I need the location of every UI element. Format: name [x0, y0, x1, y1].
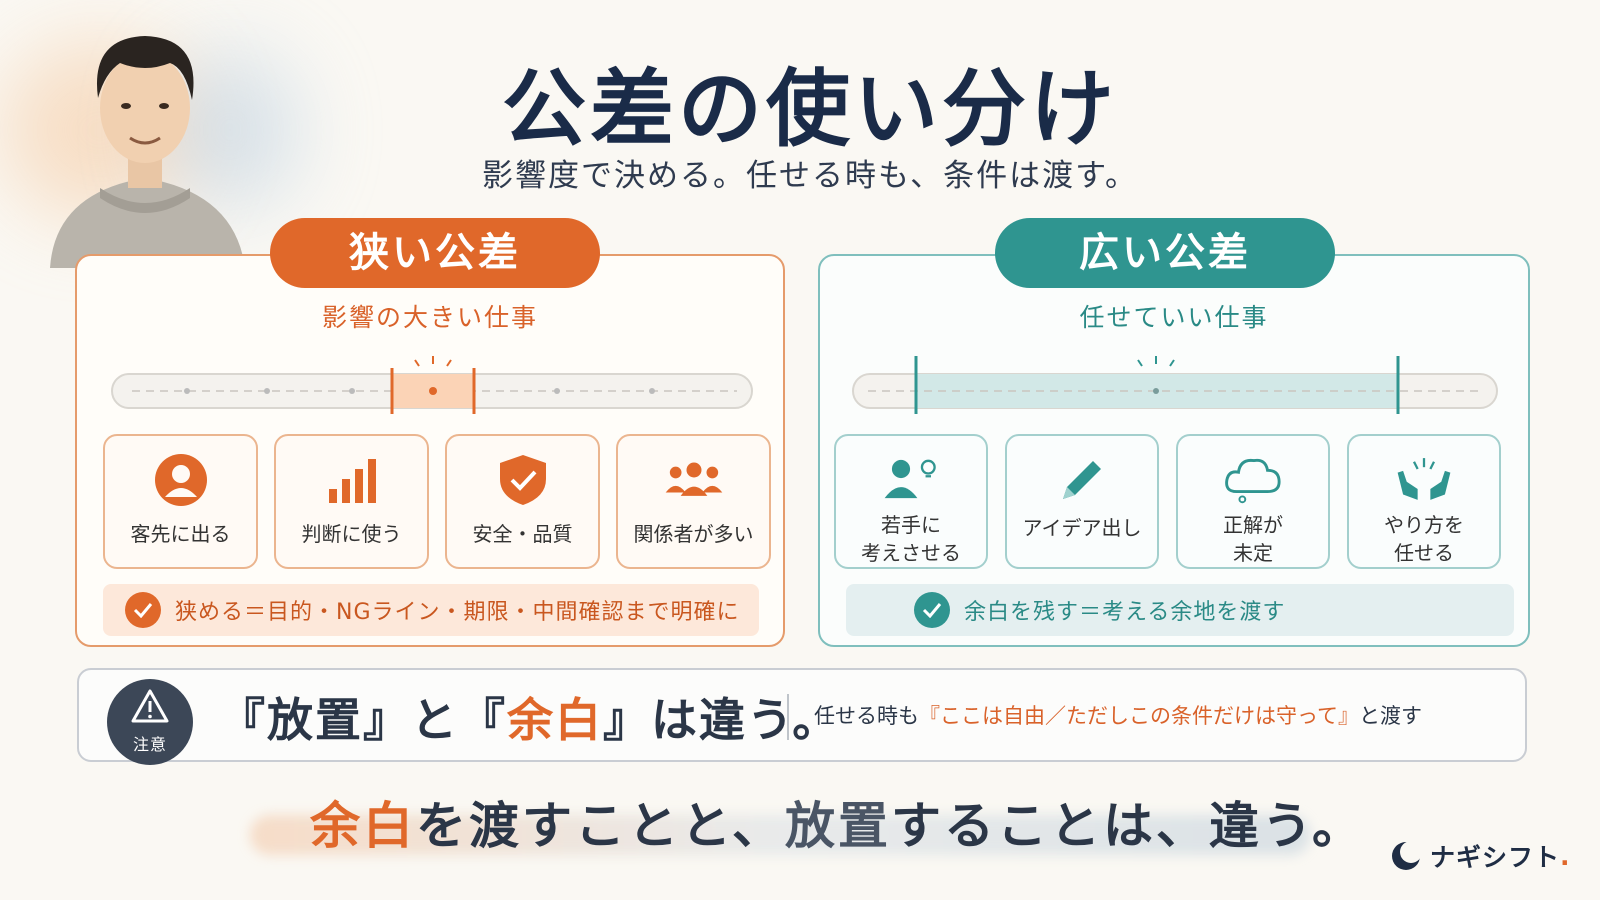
bar-chart-icon — [322, 450, 382, 510]
closing-margin: 余白 — [310, 797, 416, 855]
card-junior-thinking: 若手に 考えさせる — [834, 434, 988, 569]
moon-icon — [1392, 841, 1422, 870]
caution-label: 注意 — [132, 735, 167, 754]
brand-logo: ナギシフト. — [1390, 838, 1571, 874]
pencil-icon — [1052, 450, 1112, 510]
closing-statement: 余白を渡すことと、放置することは、違う。 — [310, 786, 1365, 858]
card-label: やり方を 任せる — [1384, 513, 1464, 565]
wide-tolerance-panel: 広い公差 任せていい仕事 若手に 考えさせる アイデア出し 正解 — [818, 218, 1530, 647]
caution-main-emphasis: 余白 — [507, 693, 603, 747]
narrow-tolerance-panel: 狭い公差 影響の大きい仕事 客先に出る 判断に使う — [75, 218, 785, 647]
card-label: 若手に 考えさせる — [861, 513, 961, 565]
card-label: 客先に出る — [130, 522, 231, 546]
caution-box: 注意 『放置』と『余白』は違う。 任せる時も『ここは自由／ただしこの条件だけは守… — [77, 668, 1527, 765]
cloud-icon — [1223, 450, 1283, 507]
caution-main-prefix: 『放置』と『 — [219, 693, 507, 747]
card-decision-use: 判断に使う — [274, 434, 429, 569]
wide-note-text: 余白を残す＝考える余地を渡す — [964, 600, 1286, 625]
card-label: 正解が 未定 — [1223, 513, 1283, 565]
card-ideation: アイデア出し — [1005, 434, 1159, 569]
wide-note: 余白を残す＝考える余地を渡す — [846, 584, 1514, 636]
closing-text-2: することは、違う。 — [891, 797, 1365, 855]
narrow-subheading: 影響の大きい仕事 — [321, 303, 538, 332]
check-icon — [125, 592, 161, 628]
caution-badge: 注意 — [107, 679, 193, 765]
caution-side-suffix: と渡す — [1358, 704, 1422, 728]
warning-triangle-icon — [131, 689, 169, 723]
shield-check-icon — [493, 450, 553, 510]
wide-heading: 広い公差 — [995, 218, 1335, 288]
card-label: 安全・品質 — [472, 522, 573, 546]
caution-side-emphasis: 『ここは自由／ただしこの条件だけは守って』 — [919, 704, 1359, 728]
page-title: 公差の使い分け — [501, 60, 1118, 158]
person-lightbulb-icon — [881, 450, 941, 507]
caution-main-suffix: 』は違う。 — [603, 693, 841, 747]
caution-main-text: 『放置』と『余白』は違う。 — [219, 684, 840, 750]
card-label: 関係者が多い — [633, 522, 754, 546]
page-subtitle: 影響度で決める。任せる時も、条件は渡す。 — [482, 158, 1138, 194]
card-safety-quality: 安全・品質 — [445, 434, 600, 569]
brand-dot: . — [1560, 841, 1571, 871]
group-icon — [664, 450, 724, 510]
wide-tolerance-scale — [852, 356, 1498, 414]
caution-side-text: 任せる時も『ここは自由／ただしこの条件だけは守って』と渡す — [814, 700, 1422, 730]
card-many-stakeholders: 関係者が多い — [616, 434, 771, 569]
brand-name: ナギシフト — [1430, 843, 1561, 872]
brush-stroke — [250, 815, 1310, 855]
closing-neglect: 放置 — [785, 797, 891, 855]
caution-side-prefix: 任せる時も — [814, 704, 919, 728]
card-undecided-answer: 正解が 未定 — [1176, 434, 1330, 569]
person-icon — [151, 450, 211, 510]
narrow-note: 狭める＝目的・NGライン・期限・中間確認まで明確に — [103, 584, 759, 636]
open-hands-icon — [1394, 450, 1454, 507]
narrow-heading: 狭い公差 — [270, 218, 600, 288]
check-icon — [914, 592, 950, 628]
avatar — [30, 18, 260, 268]
card-delegate-method: やり方を 任せる — [1347, 434, 1501, 569]
closing-text-1: を渡すことと、 — [416, 797, 785, 855]
card-label: 判断に使う — [301, 522, 402, 546]
narrow-tolerance-scale — [111, 356, 753, 414]
wide-subheading: 任せていい仕事 — [1079, 303, 1269, 332]
card-client-facing: 客先に出る — [103, 434, 258, 569]
card-label: アイデア出し — [1022, 516, 1142, 540]
narrow-note-text: 狭める＝目的・NGライン・期限・中間確認まで明確に — [175, 600, 740, 625]
divider — [787, 694, 789, 740]
